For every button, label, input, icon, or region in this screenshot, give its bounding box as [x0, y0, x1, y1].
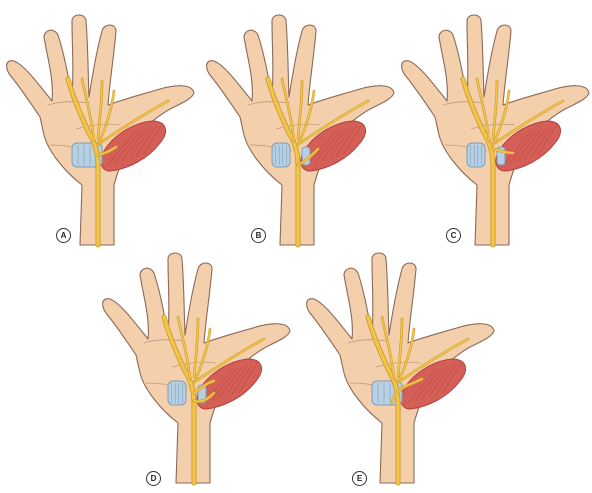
panel-label-c: C [446, 228, 461, 243]
panel-label-e: E [352, 471, 367, 486]
hand-illustration [103, 253, 290, 483]
hand-svg [202, 5, 398, 255]
panel-label-d: D [146, 471, 161, 486]
hand-illustration [402, 15, 589, 245]
panel-b [202, 5, 398, 255]
panel-e [302, 243, 498, 493]
panel-c [397, 5, 592, 255]
hand-svg [397, 5, 592, 255]
hand-illustration [7, 15, 194, 245]
panel-a [2, 5, 198, 255]
hand-svg [302, 243, 498, 493]
hand-illustration [207, 15, 394, 245]
hand-svg [2, 5, 198, 255]
panel-label-b: B [251, 228, 266, 243]
hand-illustration [307, 253, 494, 483]
hand-svg [98, 243, 294, 493]
panel-d [98, 243, 294, 493]
panel-label-a: A [56, 228, 71, 243]
